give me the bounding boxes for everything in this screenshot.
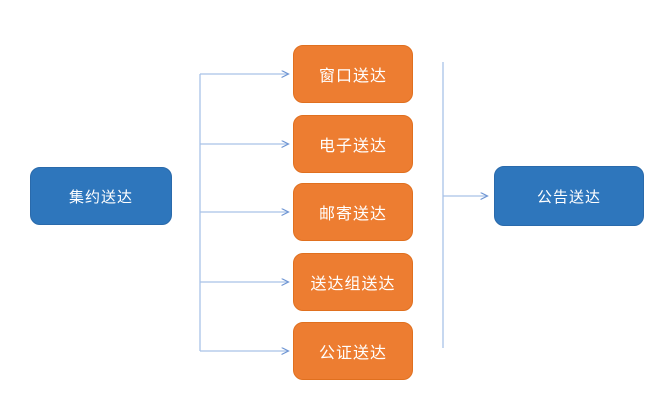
node-centralized-delivery: 集约送达 [30,167,172,225]
node-centralized-delivery-label: 集约送达 [68,188,133,206]
node-delivery-group-delivery: 送达组送达 [293,253,413,311]
node-window-delivery: 窗口送达 [293,45,413,103]
node-delivery-group-delivery-label: 送达组送达 [310,276,396,293]
node-notarized-delivery-label: 公证送达 [318,345,387,362]
node-mail-delivery-label: 邮寄送达 [318,206,387,223]
node-announcement-delivery-label: 公告送达 [536,188,601,206]
node-electronic-delivery: 电子送达 [293,115,413,173]
node-window-delivery-label: 窗口送达 [318,68,387,85]
node-mail-delivery: 邮寄送达 [293,183,413,241]
node-notarized-delivery: 公证送达 [293,322,413,380]
node-electronic-delivery-label: 电子送达 [318,138,387,155]
node-announcement-delivery: 公告送达 [494,166,644,226]
